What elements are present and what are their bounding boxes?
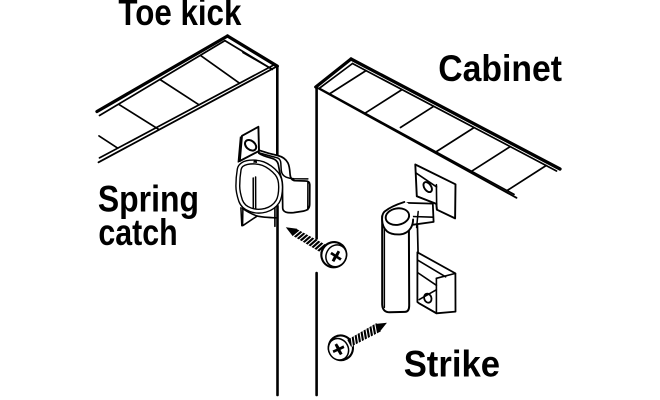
svg-text:Spring: Spring — [98, 178, 199, 219]
svg-text:catch: catch — [98, 212, 177, 253]
svg-text:Cabinet: Cabinet — [438, 48, 562, 89]
svg-text:Strike: Strike — [404, 344, 500, 385]
svg-text:Toe kick: Toe kick — [118, 0, 241, 33]
